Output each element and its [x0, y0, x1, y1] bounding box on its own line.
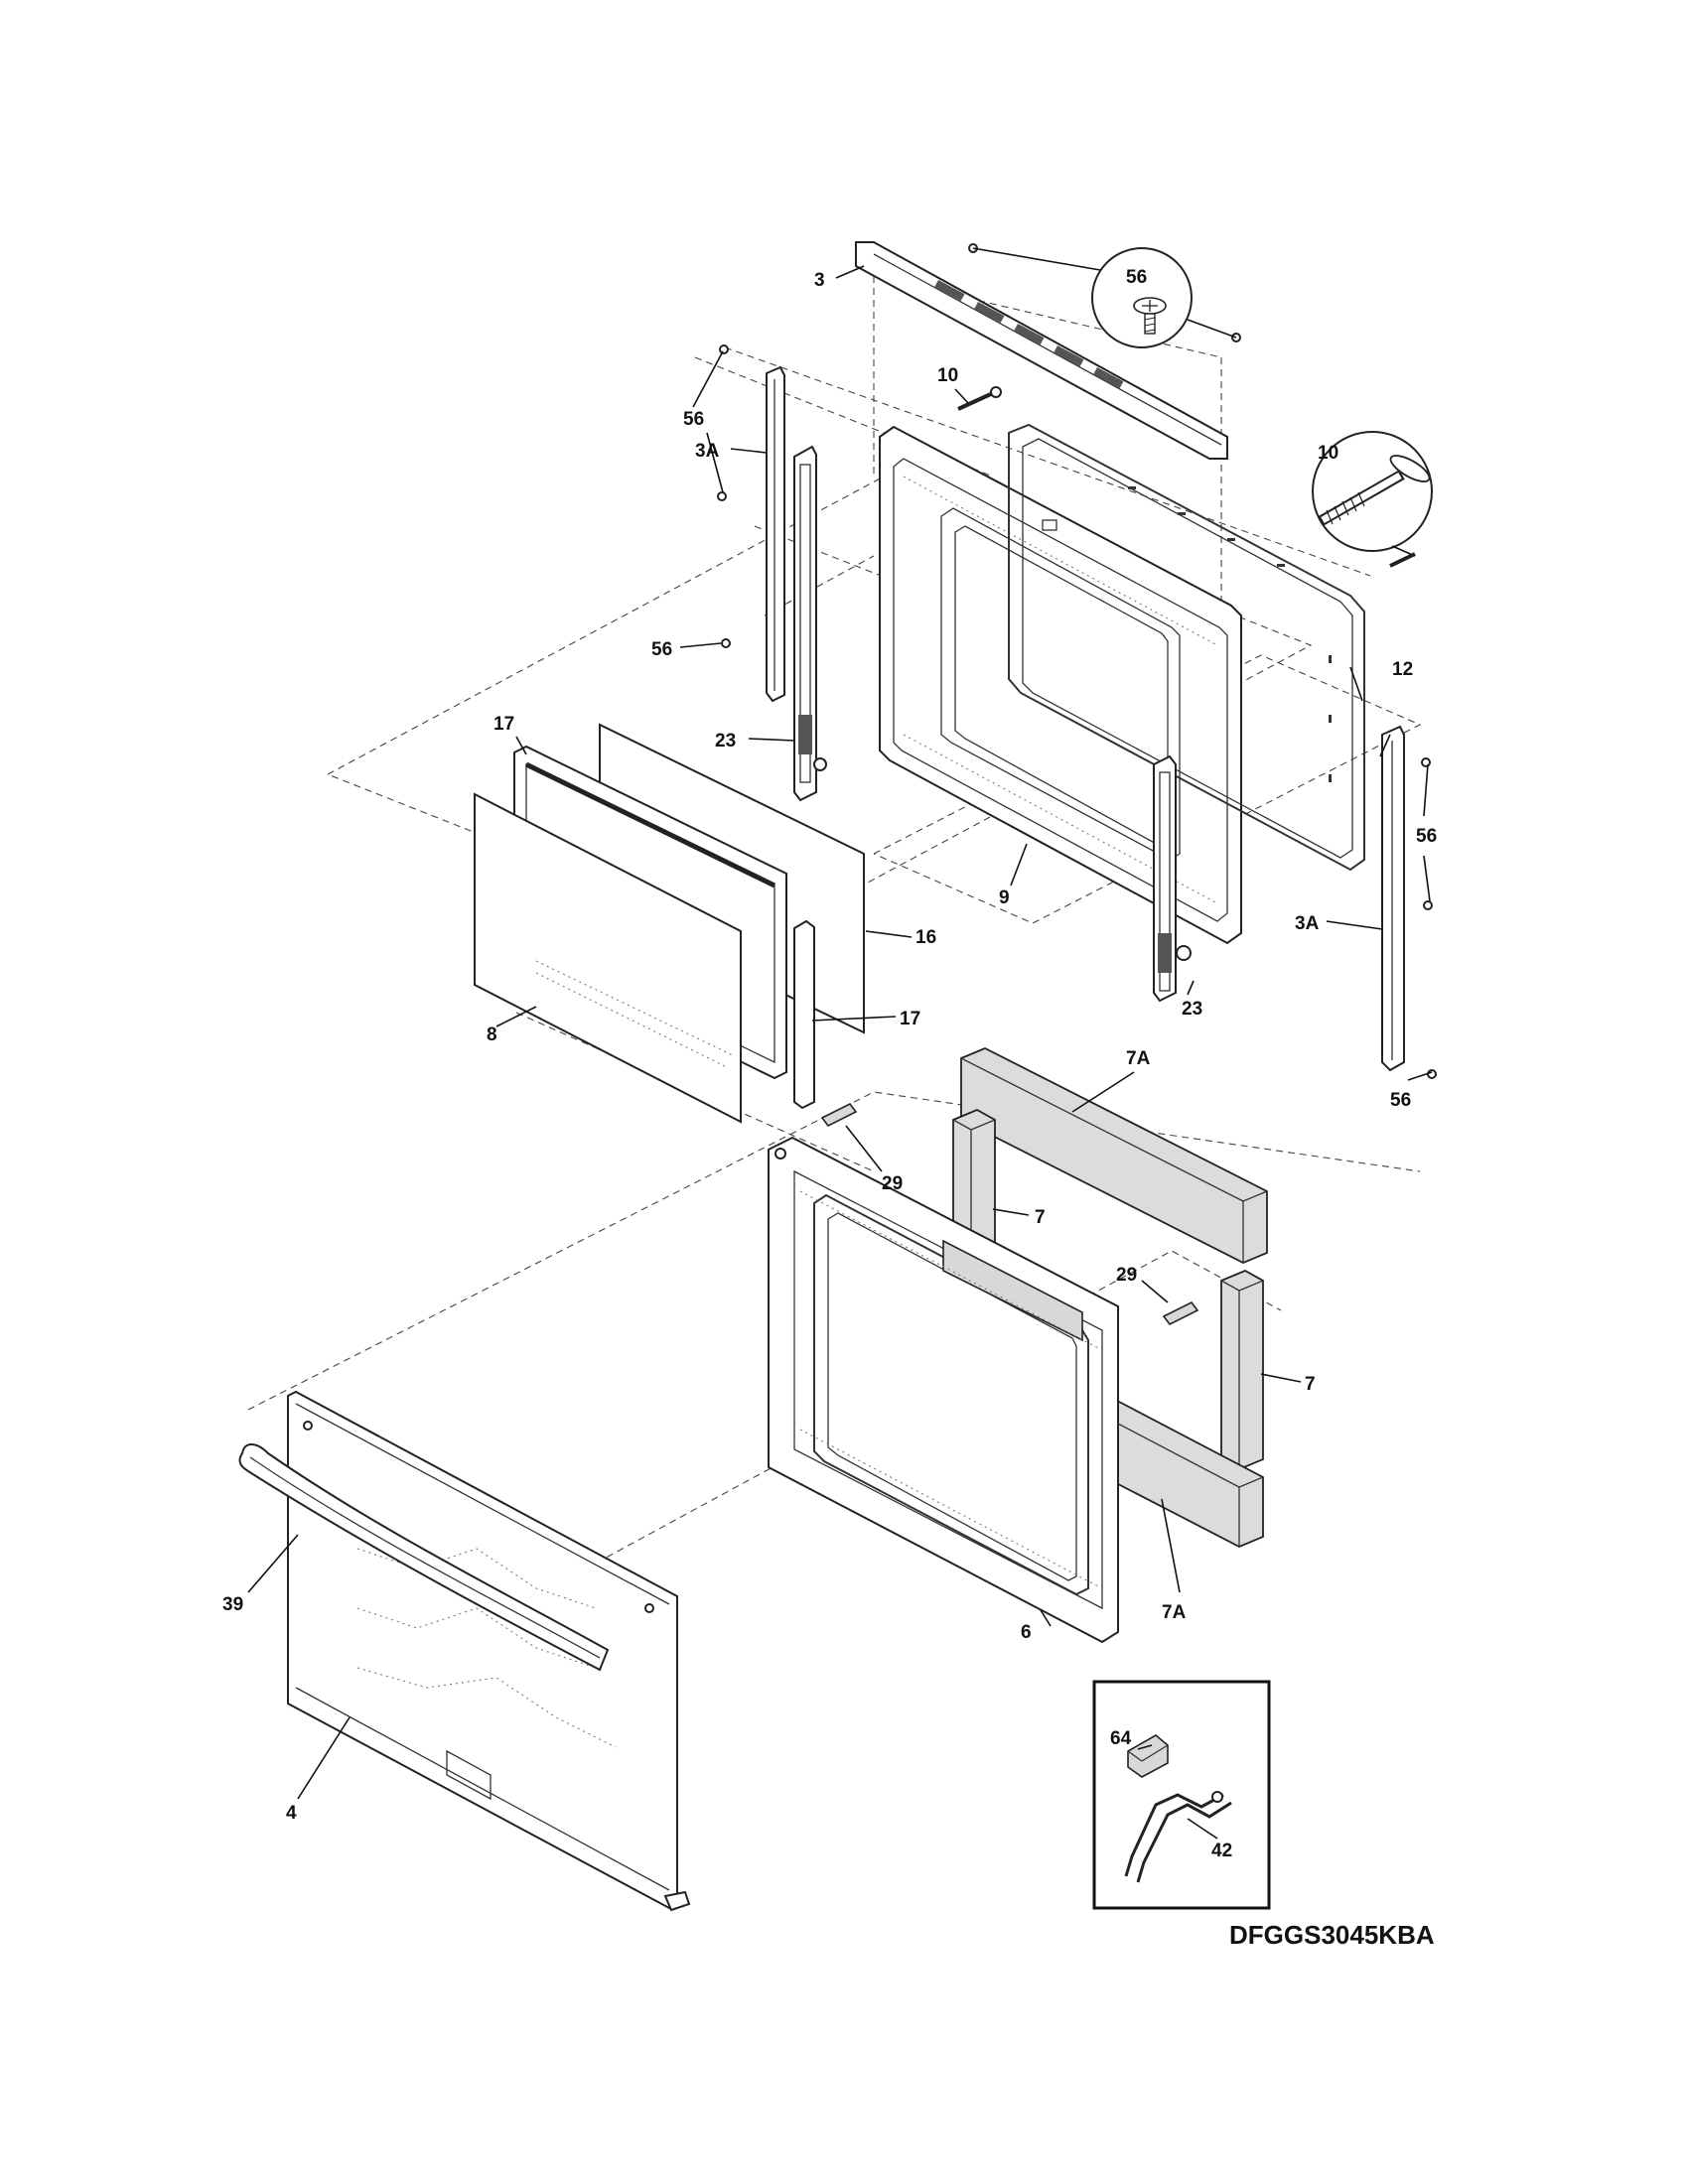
part-17-side-glass-retainer — [793, 919, 815, 1110]
part-4-outer-door-panel — [287, 1390, 691, 1912]
callout-labels: 3 56 10 10 56 3A 56 12 17 23 9 56 3A 16 … — [222, 267, 1437, 1950]
inset-box-64-42 — [1092, 1680, 1271, 1910]
callout-17-bottom: 17 — [900, 1009, 920, 1029]
part-39-door-handle — [238, 1443, 610, 1672]
callout-7A-bottom: 7A — [1162, 1602, 1187, 1623]
part-12-gasket — [1008, 423, 1365, 872]
callout-16: 16 — [915, 927, 936, 948]
zoom-circle-bolt-10 — [1312, 431, 1433, 568]
part-3A-right-hinge-channel — [1381, 725, 1437, 1079]
callout-3A-left: 3A — [695, 441, 720, 462]
part-23-left-hinge — [793, 445, 827, 802]
part-6-inner-door-panel — [768, 1136, 1119, 1644]
bolt-10-left — [957, 386, 1002, 411]
part-29-spacer-left — [820, 1102, 858, 1128]
callout-23-right: 23 — [1182, 999, 1202, 1020]
part-9-inner-door-liner — [879, 425, 1242, 945]
callout-56-zoom: 56 — [1126, 267, 1147, 288]
callout-12: 12 — [1392, 659, 1413, 680]
leader-lines — [247, 265, 1433, 1840]
callout-42: 42 — [1211, 1841, 1232, 1861]
model-code: DFGGS3045KBA — [1229, 1920, 1435, 1950]
part-3-top-vent-trim — [855, 241, 1228, 460]
callout-17-top: 17 — [493, 714, 514, 735]
callout-3A-right: 3A — [1295, 913, 1320, 934]
callout-64: 64 — [1110, 1728, 1132, 1749]
part-23-right-hinge — [1153, 754, 1192, 1003]
callout-4: 4 — [286, 1803, 297, 1824]
callout-56-right-bottom: 56 — [1390, 1090, 1411, 1111]
callout-56-right-mid: 56 — [1416, 826, 1437, 847]
part-29-spacer-right — [1162, 1300, 1199, 1326]
callout-56-left-top: 56 — [683, 409, 704, 430]
callout-9: 9 — [999, 887, 1010, 908]
callout-29-left: 29 — [882, 1173, 903, 1194]
part-8-outer-glass — [474, 792, 742, 1124]
callout-7-right: 7 — [1305, 1374, 1316, 1395]
callout-39: 39 — [222, 1594, 243, 1615]
callout-10-left: 10 — [937, 365, 958, 386]
callout-7-left: 7 — [1035, 1207, 1046, 1228]
part-3A-left-hinge-channel — [717, 344, 785, 703]
callout-6: 6 — [1021, 1622, 1032, 1643]
screws-56-top — [968, 243, 1241, 342]
callout-10-zoom: 10 — [1318, 443, 1338, 464]
callout-3: 3 — [814, 270, 825, 291]
callout-56-left-mid: 56 — [651, 639, 672, 660]
zoom-circle-screw-56 — [1091, 247, 1193, 348]
callout-7A-top: 7A — [1126, 1048, 1151, 1069]
callout-23-left: 23 — [715, 731, 736, 751]
callout-8: 8 — [487, 1024, 497, 1045]
part-7-right-insulation — [1220, 1270, 1264, 1470]
part-7A-top-insulation — [960, 1047, 1268, 1264]
callout-29-right: 29 — [1116, 1265, 1137, 1286]
